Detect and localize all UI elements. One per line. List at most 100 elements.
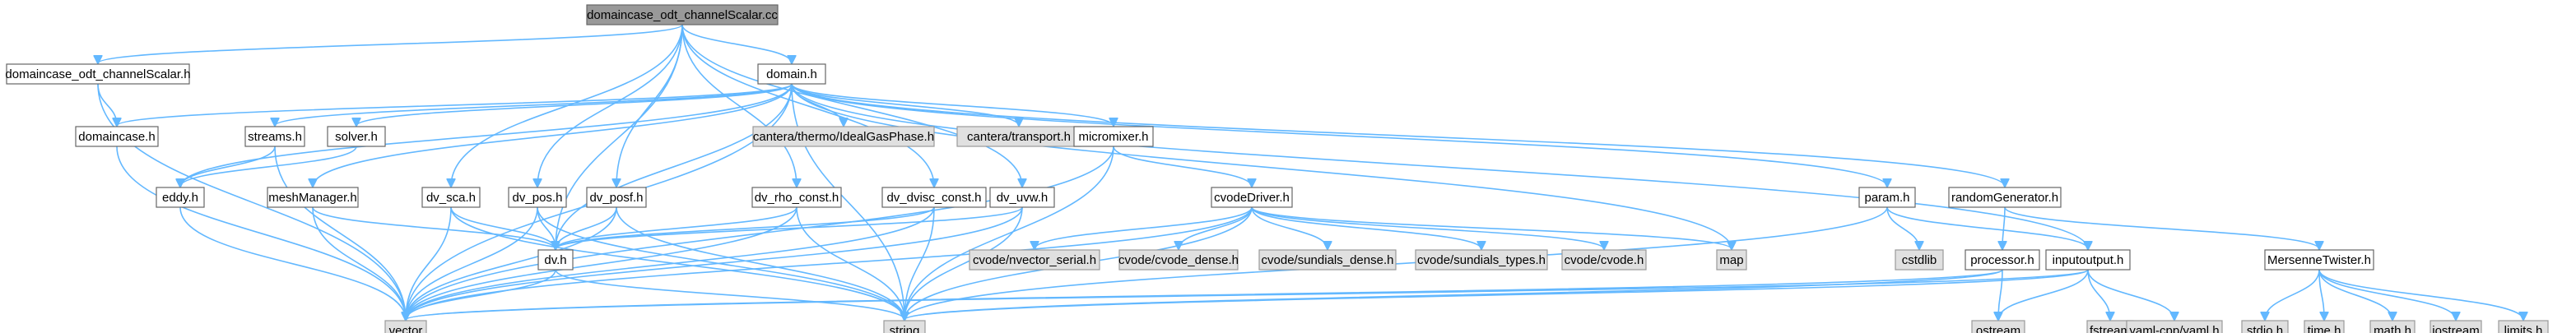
node-eddy_h[interactable]: eddy.h xyxy=(156,187,205,208)
node-string: string xyxy=(883,320,926,333)
node-idealgas: cantera/thermo/IdealGasPhase.h xyxy=(752,126,935,147)
node-label-dv_pos_h: dv_pos.h xyxy=(513,191,563,205)
node-box-math xyxy=(2369,320,2416,333)
edge-domain_h-to-meshmanager_h xyxy=(313,83,793,187)
edge-meshmanager_h-to-dv_h xyxy=(312,206,556,249)
node-box-time xyxy=(2304,320,2345,333)
edge-cvodedriver_h-to-map xyxy=(1251,206,1732,249)
node-mersenne_h[interactable]: MersenneTwister.h xyxy=(2264,249,2374,271)
edge-root-to-dv_uvw_h xyxy=(681,24,1022,187)
node-label-time: time.h xyxy=(2308,324,2341,333)
edge-dv_dvisc_const_h-to-dv_h xyxy=(556,206,935,249)
edge-dv_dvisc_const_h-to-vector xyxy=(406,206,935,320)
edge-mersenne_h-to-stdio xyxy=(2265,269,2320,320)
node-label-transport: cantera/transport.h xyxy=(967,130,1071,144)
node-box-stdio xyxy=(2241,320,2289,333)
node-box-processor_h xyxy=(1965,249,2040,271)
node-label-dv_posf_h: dv_posf.h xyxy=(589,191,643,205)
edge-mersenne_h-to-math xyxy=(2318,269,2392,320)
edge-dv_rho_const_h-to-dv_h xyxy=(556,206,797,249)
edge-param_h-to-cstdlib xyxy=(1886,206,1919,249)
node-solver_h[interactable]: solver.h xyxy=(327,126,386,147)
node-streams_h[interactable]: streams.h xyxy=(244,126,305,147)
edge-domain_h-to-micromixer_h xyxy=(791,83,1114,126)
node-label-dv_sca_h: dv_sca.h xyxy=(426,191,476,205)
node-label-nvector: cvode/nvector_serial.h xyxy=(973,253,1096,267)
edge-dv_rho_const_h-to-vector xyxy=(406,206,797,320)
edge-dv_uvw_h-to-vector xyxy=(406,206,1023,320)
node-dv_h[interactable]: dv.h xyxy=(537,249,574,271)
node-dv_pos_h[interactable]: dv_pos.h xyxy=(508,187,567,208)
node-box-param_h xyxy=(1858,187,1916,208)
node-box-limits xyxy=(2498,320,2549,333)
edge-processor_h-to-string xyxy=(904,269,2003,320)
edge-cvodedriver_h-to-vector xyxy=(406,206,1253,320)
node-label-randomgen_h: randomGenerator.h xyxy=(1951,191,2058,205)
edge-dv_pos_h-to-vector xyxy=(406,206,538,320)
node-micromixer_h[interactable]: micromixer.h xyxy=(1073,126,1154,147)
node-box-idealgas xyxy=(752,126,935,147)
edge-root-to-domain_h xyxy=(681,24,792,63)
edge-micromixer_h-to-vector xyxy=(406,146,1114,320)
node-label-processor_h: processor.h xyxy=(1970,253,2034,267)
node-label-vector: vector xyxy=(389,324,423,333)
node-dv_dvisc_const_h[interactable]: dv_dvisc_const.h xyxy=(881,187,987,208)
node-cvode_dense: cvode/cvode_dense.h xyxy=(1118,249,1239,271)
node-inputoutput_h[interactable]: inputoutput.h xyxy=(2045,249,2131,271)
node-randomgen_h[interactable]: randomGenerator.h xyxy=(1948,187,2062,208)
node-label-param_h: param.h xyxy=(1864,191,1909,205)
node-label-map: map xyxy=(1719,253,1743,267)
edge-domain_h-to-domaincase_h xyxy=(117,83,793,126)
edge-mersenne_h-to-time xyxy=(2318,269,2324,320)
node-param_h[interactable]: param.h xyxy=(1858,187,1916,208)
edge-inputoutput_h-to-fstream xyxy=(2087,269,2110,320)
node-box-root xyxy=(586,4,779,25)
node-label-string: string xyxy=(890,324,920,333)
node-dv_posf_h[interactable]: dv_posf.h xyxy=(586,187,647,208)
node-box-dcs_h xyxy=(6,63,190,85)
node-box-ostream xyxy=(1971,320,2025,333)
node-stdio: stdio.h xyxy=(2241,320,2289,333)
node-label-domaincase_h: domaincase.h xyxy=(78,130,155,144)
node-label-inputoutput_h: inputoutput.h xyxy=(2053,253,2124,267)
edge-inputoutput_h-to-vector xyxy=(406,269,2089,320)
edge-domain_h-to-param_h xyxy=(791,83,1887,187)
node-box-dv_sca_h xyxy=(421,187,481,208)
node-box-randomgen_h xyxy=(1948,187,2062,208)
node-label-dv_rho_const_h: dv_rho_const.h xyxy=(755,191,839,205)
node-domaincase_h[interactable]: domaincase.h xyxy=(75,126,159,147)
node-box-string xyxy=(883,320,926,333)
edge-dv_sca_h-to-dv_h xyxy=(450,206,556,249)
edge-mersenne_h-to-limits xyxy=(2318,269,2523,320)
node-label-cvode_h: cvode/cvode.h xyxy=(1565,253,1644,267)
node-domain_h[interactable]: domain.h xyxy=(757,63,826,85)
node-box-cvode_dense xyxy=(1118,249,1239,271)
node-label-yaml: yaml-cpp/yaml.h xyxy=(2129,324,2219,333)
node-dv_uvw_h[interactable]: dv_uvw.h xyxy=(989,187,1055,208)
edge-domain_h-to-solver_h xyxy=(356,83,793,126)
node-box-nvector xyxy=(969,249,1100,271)
node-nvector: cvode/nvector_serial.h xyxy=(969,249,1100,271)
edge-inputoutput_h-to-yaml xyxy=(2087,269,2174,320)
edge-cvodedriver_h-to-nvector xyxy=(1035,206,1253,249)
node-box-cstdlib xyxy=(1895,249,1944,271)
edge-randomgen_h-to-mersenne_h xyxy=(2004,206,2319,249)
edge-cvodedriver_h-to-sundials_dense xyxy=(1251,206,1328,249)
edge-root-to-dv_dvisc_const_h xyxy=(681,24,934,187)
node-label-sundials_types: cvode/sundials_types.h xyxy=(1417,253,1546,267)
node-cvodedriver_h[interactable]: cvodeDriver.h xyxy=(1211,187,1293,208)
node-meshmanager_h[interactable]: meshManager.h xyxy=(267,187,359,208)
node-dcs_h[interactable]: domaincase_odt_channelScalar.h xyxy=(5,63,191,85)
node-dv_sca_h[interactable]: dv_sca.h xyxy=(421,187,481,208)
node-math: math.h xyxy=(2369,320,2416,333)
node-processor_h[interactable]: processor.h xyxy=(1965,249,2040,271)
edge-domain_h-to-inputoutput_h xyxy=(791,83,2088,249)
node-box-micromixer_h xyxy=(1073,126,1154,147)
node-label-sundials_dense: cvode/sundials_dense.h xyxy=(1262,253,1394,267)
node-transport: cantera/transport.h xyxy=(956,126,1081,147)
node-dv_rho_const_h[interactable]: dv_rho_const.h xyxy=(751,187,842,208)
edges-layer xyxy=(98,24,2523,320)
node-root[interactable]: domaincase_odt_channelScalar.cc xyxy=(586,4,779,25)
edge-domaincase_h-to-vector xyxy=(116,146,406,320)
